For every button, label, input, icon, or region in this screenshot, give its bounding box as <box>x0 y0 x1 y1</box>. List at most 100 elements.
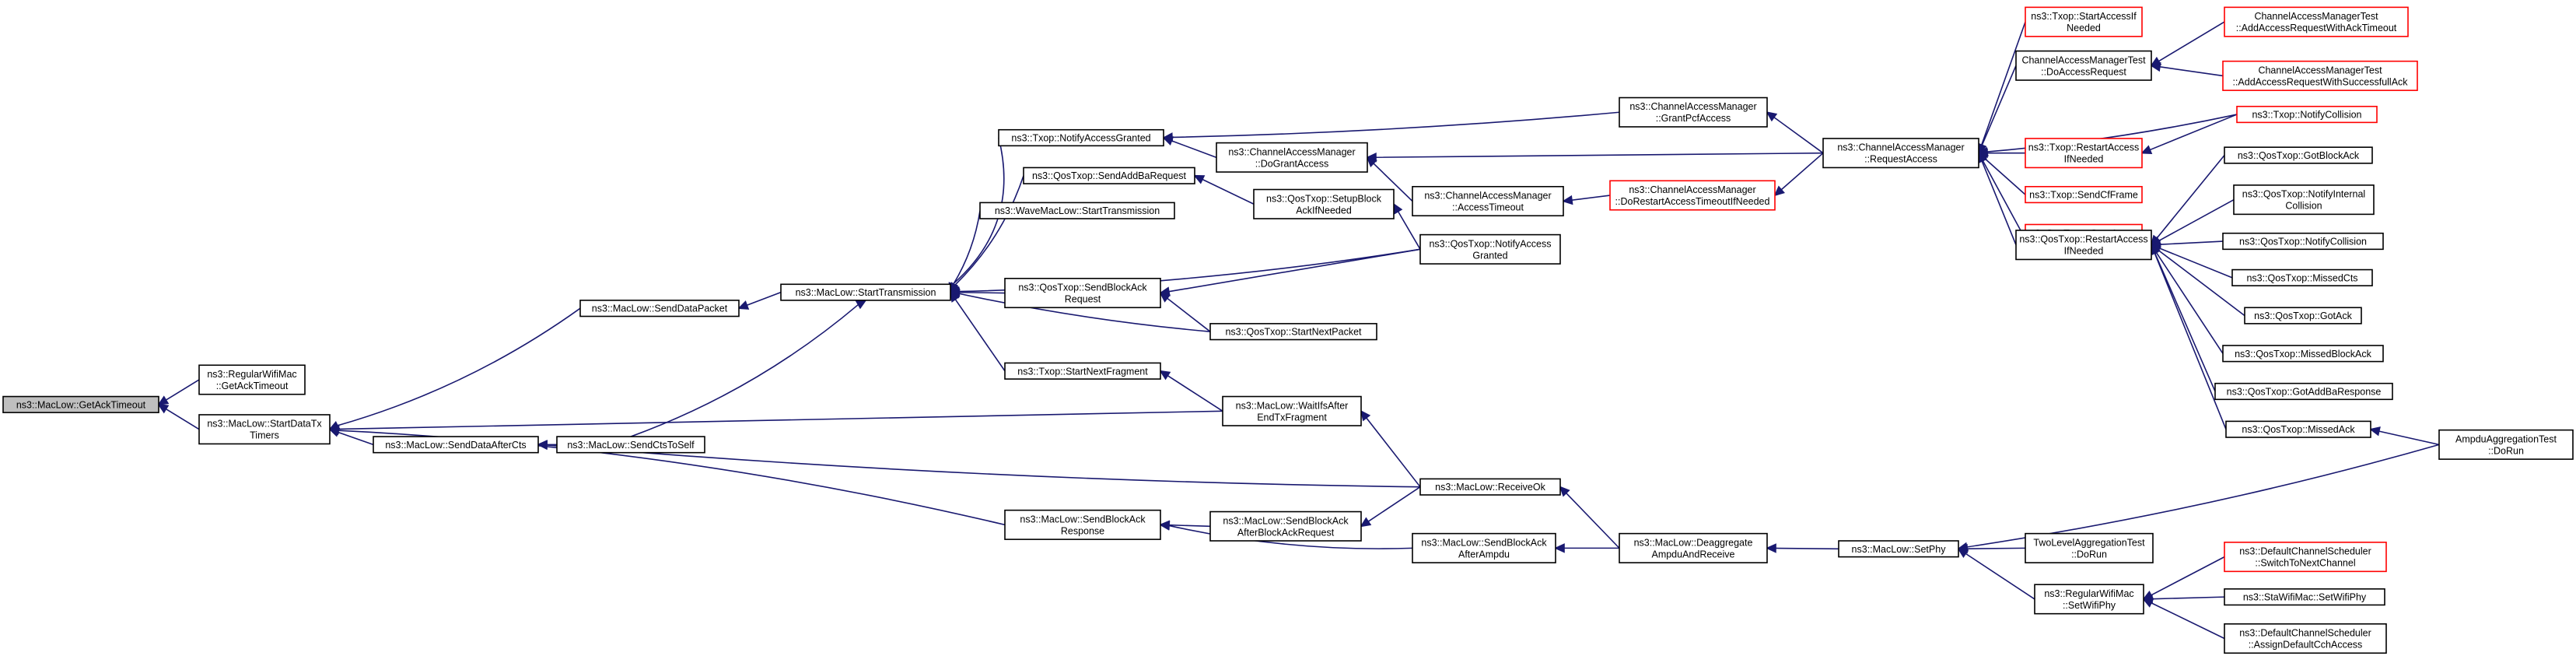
node-qostxop-missedcts[interactable]: ns3::QosTxop::MissedCts <box>2231 268 2373 286</box>
node-sendctstoself[interactable]: ns3::MacLow::SendCtsToSelf <box>556 436 705 454</box>
node-qostxop-gotblockack[interactable]: ns3::QosTxop::GotBlockAck <box>2224 146 2373 164</box>
node-box <box>1023 167 1195 184</box>
node-cam-grantpcfaccess[interactable]: ns3::ChannelAccessManager::GrantPcfAcces… <box>1619 96 1768 128</box>
node-label-line: ns3::ChannelAccessManager <box>1424 191 1551 202</box>
call-graph-nodes: ns3::MacLow::GetAckTimeoutns3::RegularWi… <box>2 6 2574 654</box>
node-qostxop-missedack[interactable]: ns3::QosTxop::MissedAck <box>2225 420 2371 438</box>
node-label-line: ns3::QosTxop::NotifyAccess <box>1429 238 1551 249</box>
node-label-line: ns3::ChannelAccessManager <box>1837 142 1964 153</box>
call-edge-txop_startaccessifneeded-to-cam_requestaccess <box>1977 21 2026 155</box>
node-qostxop-gotack[interactable]: ns3::QosTxop::GotAck <box>2244 307 2362 324</box>
node-maclow-setphy[interactable]: ns3::MacLow::SetPhy <box>1838 540 1959 558</box>
call-edge-sendctstoself-to-starttransmission <box>630 299 867 437</box>
node-box <box>2244 307 2362 324</box>
node-cam-dograntaccess[interactable]: ns3::ChannelAccessManager::DoGrantAccess <box>1216 142 1368 173</box>
call-edge-camtest_addaccessrequestwithacktimeout-to-camtest_doaccessrequest <box>2150 21 2225 67</box>
node-dcs-assigndefaultcchaccess[interactable]: ns3::DefaultChannelScheduler::AssignDefa… <box>2224 623 2387 654</box>
node-stawifimac-setwifiphy[interactable]: ns3::StaWifiMac::SetWifiPhy <box>2224 588 2385 606</box>
node-label-line: ChannelAccessManagerTest <box>2254 11 2378 22</box>
node-label-line: ns3::QosTxop::GotAck <box>2254 310 2352 321</box>
node-label-line: ns3::DefaultChannelScheduler <box>2239 546 2371 557</box>
node-box <box>2015 230 2152 261</box>
node-qostxop-gotaddbaresponse[interactable]: ns3::QosTxop::GotAddBaResponse <box>2214 382 2393 401</box>
node-box <box>1253 188 1395 219</box>
node-qostxop-missedblockack[interactable]: ns3::QosTxop::MissedBlockAck <box>2222 345 2384 363</box>
node-box <box>2224 623 2387 654</box>
node-regularwifimac-getacktimeout[interactable]: ns3::RegularWifiMac::GetAckTimeout <box>198 364 306 395</box>
node-box <box>2224 542 2387 573</box>
node-txop-sendcfframe[interactable]: ns3::Txop::SendCfFrame <box>2025 185 2143 204</box>
node-wavemaclow-starttransmission[interactable]: ns3::WaveMacLow::StartTransmission <box>979 202 1175 219</box>
node-label-line: ::SetWifiPhy <box>2063 600 2116 611</box>
node-senddatapacket[interactable]: ns3::MacLow::SendDataPacket <box>579 300 740 317</box>
call-edge-camtest_addaccessrequestwithsuccessfullack-to-camtest_doaccessrequest <box>2150 61 2224 77</box>
node-label-line: ns3::DefaultChannelScheduler <box>2239 628 2371 639</box>
node-dcs-switchtonextchannel[interactable]: ns3::DefaultChannelScheduler::SwitchToNe… <box>2224 542 2387 573</box>
node-qostxop-notifyaccessgranted[interactable]: ns3::QosTxop::NotifyAccessGranted <box>1419 233 1561 265</box>
node-getacktimeout[interactable]: ns3::MacLow::GetAckTimeout <box>2 395 159 413</box>
node-box <box>2225 420 2371 438</box>
node-label-line: ns3::QosTxop::GotAddBaResponse <box>2227 386 2382 397</box>
node-box <box>998 128 1164 147</box>
node-qostxop-notifycollision[interactable]: ns3::QosTxop::NotifyCollision <box>2222 232 2384 251</box>
node-label-line: EndTxFragment <box>1257 412 1327 423</box>
node-camtest-addaccessrequestwithsuccessfullack[interactable]: ChannelAccessManagerTest::AddAccessReque… <box>2222 60 2418 91</box>
node-cam-accesstimeout[interactable]: ns3::ChannelAccessManager::AccessTimeout <box>1412 185 1564 217</box>
node-label-line: IfNeeded <box>2064 154 2104 165</box>
node-qostxop-sendaddbarequest[interactable]: ns3::QosTxop::SendAddBaRequest <box>1023 167 1195 184</box>
node-label-line: TwoLevelAggregationTest <box>2033 537 2145 548</box>
call-edge-deaggregateampduandreceive-to-receiveok <box>1559 486 1620 549</box>
node-txop-notifycollision[interactable]: ns3::Txop::NotifyCollision <box>2236 105 2378 124</box>
node-camtest-addaccessrequestwithacktimeout[interactable]: ChannelAccessManagerTest::AddAccessReque… <box>2224 6 2409 37</box>
node-label-line: ns3::ChannelAccessManager <box>1629 184 1755 195</box>
node-sendblockackafterblockackrequest[interactable]: ns3::MacLow::SendBlockAckAfterBlockAckRe… <box>1209 510 1362 542</box>
node-label-line: ChannelAccessManagerTest <box>2021 54 2146 65</box>
node-senddataafterctsnode[interactable]: ns3::MacLow::SendDataAfterCts <box>373 436 539 454</box>
node-label-line: ns3::ChannelAccessManager <box>1228 146 1355 157</box>
node-box <box>1004 278 1161 309</box>
node-receiveok[interactable]: ns3::MacLow::ReceiveOk <box>1419 478 1561 496</box>
node-label-line: ns3::QosTxop::RestartAccess <box>2019 234 2147 245</box>
node-label-line: AfterAmpdu <box>1458 549 1510 560</box>
node-box <box>2222 232 2384 251</box>
node-regularwifimac-setwifiphy[interactable]: ns3::RegularWifiMac::SetWifiPhy <box>2034 584 2144 615</box>
node-cam-requestaccess[interactable]: ns3::ChannelAccessManager::RequestAccess <box>1822 138 1979 169</box>
call-edge-wavemaclow_starttransmission-to-starttransmission <box>949 210 981 294</box>
node-label-line: ::SwitchToNextChannel <box>2255 558 2355 569</box>
node-label-line: ns3::MacLow::SendBlockAck <box>1223 515 1349 526</box>
node-qostxop-startnextpacket[interactable]: ns3::QosTxop::StartNextPacket <box>1209 323 1377 341</box>
node-box <box>1209 323 1377 341</box>
node-box <box>1838 540 1959 558</box>
node-label-line: Collision <box>2285 201 2322 212</box>
node-cam-dorestartaccesstimeout[interactable]: ns3::ChannelAccessManager::DoRestartAcce… <box>1609 180 1776 211</box>
node-box <box>1609 180 1776 211</box>
call-edge-regularwifimac_setwifiphy-to-maclow_setphy <box>1957 548 2035 600</box>
node-label-line: ::GrantPcfAccess <box>1656 113 1731 124</box>
node-txop-notifyaccessgranted[interactable]: ns3::Txop::NotifyAccessGranted <box>998 128 1164 147</box>
node-ampduaggregationtest-dorun[interactable]: AmpduAggregationTest::DoRun <box>2438 429 2574 460</box>
node-label-line: AmpduAggregationTest <box>2455 433 2557 444</box>
node-label-line: ns3::MacLow::ReceiveOk <box>1435 482 1545 493</box>
node-box <box>1004 509 1161 540</box>
node-camtest-doaccessrequest[interactable]: ChannelAccessManagerTest::DoAccessReques… <box>2015 50 2152 81</box>
node-box <box>2224 588 2385 606</box>
call-edge-twolevelaggregationtest_dorun-to-maclow_setphy <box>1957 543 2026 554</box>
node-label-line: ns3::MacLow::Deaggregate <box>1634 537 1753 548</box>
node-label-line: ns3::MacLow::GetAckTimeout <box>16 399 146 410</box>
call-edge-waitifsafterendtxfragment-to-txop_startnextfragment <box>1159 370 1223 412</box>
node-label-line: ::DoGrantAccess <box>1255 158 1328 169</box>
node-twolevelaggregationtest-dorun[interactable]: TwoLevelAggregationTest::DoRun <box>2025 532 2154 563</box>
node-txop-startnextfragment[interactable]: ns3::Txop::StartNextFragment <box>1004 362 1161 380</box>
node-starttransmission[interactable]: ns3::MacLow::StartTransmission <box>780 283 951 301</box>
